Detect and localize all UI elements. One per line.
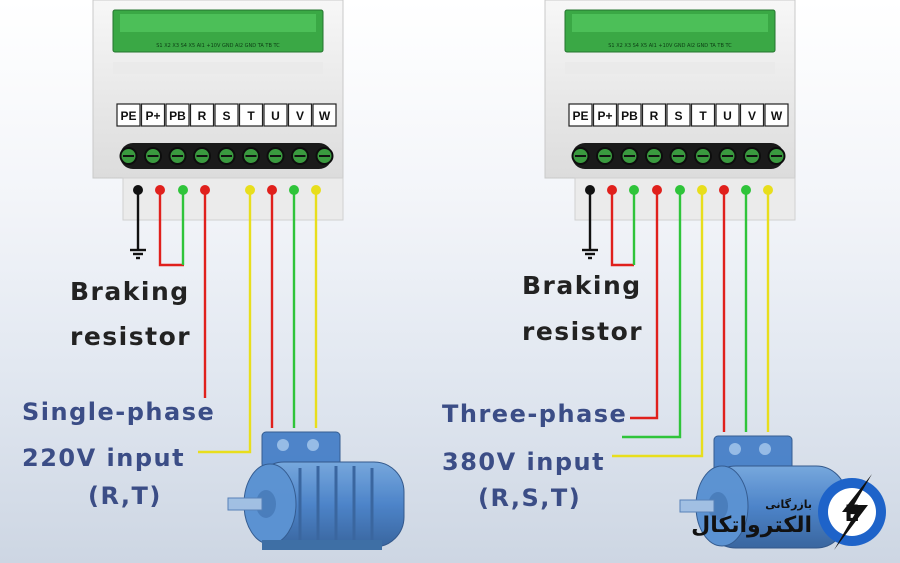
right-input-label-2: 380V input	[442, 448, 605, 476]
left-terminal-label: T	[247, 109, 255, 123]
right-terminal-label: PE	[572, 109, 588, 123]
right-terminal-label: U	[723, 109, 732, 123]
right-terminal-box-0	[568, 103, 593, 127]
left-terminal-label: PE	[120, 109, 136, 123]
right-motor	[679, 435, 847, 549]
logo-large-text: الکترواتکال	[691, 513, 812, 538]
left-input-label-3: (R,T)	[88, 482, 162, 510]
left-terminal-label: R	[198, 109, 207, 123]
left-wires	[130, 191, 318, 454]
right-terminal-labels: PE P+ PB R S T U V W	[568, 103, 789, 127]
left-wire-pplus	[158, 191, 184, 267]
right-wire-caps	[585, 185, 773, 195]
left-terminal-label: PB	[169, 109, 186, 123]
left-terminal-label: W	[319, 109, 331, 123]
left-input-label-2: 220V input	[22, 444, 185, 472]
right-braking-label-2: resistor	[522, 317, 643, 346]
left-terminal-box-0	[116, 103, 141, 127]
right-drive: S1 X2 X3 S4 X5 AI1 +10V GND AI2 GND TA T…	[544, 0, 796, 221]
left-terminal-box-5	[238, 103, 264, 127]
left-motor	[227, 431, 405, 550]
left-labels: Braking resistor Single-phase 220V input…	[22, 277, 215, 510]
left-terminal-box-4	[214, 103, 239, 127]
logo-letter: E	[844, 502, 859, 527]
right-wire-pplus	[610, 191, 634, 267]
right-terminal-box-6	[715, 103, 740, 127]
lightning-icon	[834, 474, 872, 550]
right-terminal-box-4	[666, 103, 691, 127]
right-control-labels: S1 X2 X3 S4 X5 AI1 +10V GND AI2 GND TA T…	[608, 43, 732, 49]
left-terminal-box-2	[165, 103, 190, 127]
right-terminal-box-5	[690, 103, 716, 127]
left-terminal-label: V	[296, 109, 304, 123]
right-terminal-label: PB	[621, 109, 638, 123]
left-control-screws	[120, 14, 316, 32]
left-braking-label-2: resistor	[70, 322, 191, 351]
right-wire-s	[622, 191, 682, 439]
right-terminal-box-1	[592, 103, 618, 127]
left-terminal-box-3	[189, 103, 215, 127]
left-control-labels: S1 X2 X3 S4 X5 AI1 +10V GND AI2 GND TA T…	[156, 43, 280, 49]
right-terminal-label: T	[699, 109, 707, 123]
brand-logo: E بازرگانی الکترواتکال	[691, 474, 886, 550]
left-wire-entry	[122, 177, 344, 221]
right-terminal-box-7	[739, 103, 765, 127]
right-terminal-label: S	[674, 109, 682, 123]
right-input-label-1: Three-phase	[442, 400, 627, 428]
right-terminal-box-3	[641, 103, 667, 127]
right-terminal-box-2	[617, 103, 642, 127]
left-terminal-label: S	[222, 109, 230, 123]
logo-small-text: بازرگانی	[765, 498, 812, 511]
left-wire-s	[198, 191, 252, 454]
right-wire-r	[630, 191, 659, 420]
left-ridge	[113, 62, 323, 74]
left-terminal-box-6	[263, 103, 288, 127]
right-braking-label-1: Braking	[522, 271, 642, 300]
right-input-label-3: (R,S,T)	[478, 484, 581, 512]
right-terminal-box-8	[764, 103, 789, 127]
right-ridge	[565, 62, 775, 74]
right-wires	[582, 191, 770, 458]
left-input-label-1: Single-phase	[22, 398, 215, 426]
left-wire-caps	[133, 185, 321, 195]
right-terminal-label: P+	[597, 109, 612, 123]
left-terminal-labels: PE P+ PB R S T U V W	[116, 103, 337, 127]
right-wire-entry	[574, 177, 796, 221]
left-braking-label-1: Braking	[70, 277, 190, 306]
left-terminal-label: P+	[145, 109, 160, 123]
right-terminal-label: V	[748, 109, 756, 123]
right-labels: Braking resistor Three-phase 380V input …	[442, 271, 643, 512]
left-terminal-box-8	[312, 103, 337, 127]
left-terminal-box-7	[287, 103, 313, 127]
right-wire-t	[612, 191, 704, 458]
left-terminal-label: U	[271, 109, 280, 123]
left-terminal-box-1	[140, 103, 166, 127]
right-terminal-label: W	[771, 109, 783, 123]
right-terminal-label: R	[650, 109, 659, 123]
left-drive: S1 X2 X3 S4 X5 AI1 +10V GND AI2 GND TA T…	[92, 0, 344, 221]
